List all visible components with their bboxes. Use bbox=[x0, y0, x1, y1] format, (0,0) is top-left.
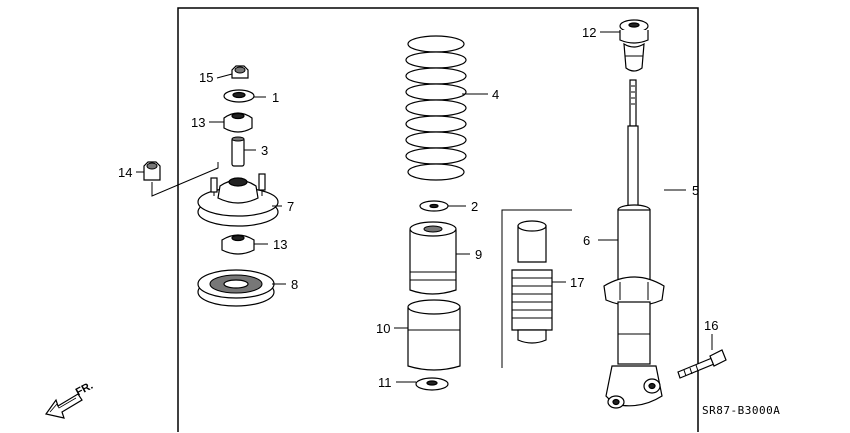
callout-11: 11 bbox=[378, 375, 392, 390]
callout-15: 14 bbox=[118, 165, 132, 180]
callout-9: 9 bbox=[475, 247, 482, 262]
part-washer-11 bbox=[415, 377, 449, 391]
callout-17: 17 bbox=[570, 275, 584, 290]
callout-12: 12 bbox=[582, 25, 596, 40]
part-bushing-13-lower bbox=[221, 234, 255, 255]
callout-13-upper: 13 bbox=[191, 115, 205, 130]
leader-15-group bbox=[151, 162, 219, 197]
callout-8: 8 bbox=[291, 277, 298, 292]
part-dust-boot-17 bbox=[511, 220, 553, 344]
callout-13-lower: 13 bbox=[273, 237, 287, 252]
part-piston-rod bbox=[627, 79, 639, 209]
diagram-code: SR87-B3000A bbox=[702, 404, 780, 417]
part-shock-absorber-6 bbox=[603, 204, 665, 409]
callout-16: 15 bbox=[199, 70, 213, 85]
part-bump-rubber-12 bbox=[619, 19, 649, 72]
part-bolt-14 bbox=[677, 349, 727, 379]
part-bump-stop-10 bbox=[407, 299, 461, 371]
callout-10: 10 bbox=[376, 321, 390, 336]
part-collar-3 bbox=[231, 136, 245, 167]
part-bushing-13-upper bbox=[223, 112, 253, 133]
front-direction-label: FR. bbox=[74, 380, 95, 399]
bracket-17 bbox=[501, 209, 572, 368]
part-washer-1 bbox=[223, 89, 255, 103]
part-mount-base-7 bbox=[197, 173, 279, 227]
callout-2: 2 bbox=[471, 199, 478, 214]
frame-border bbox=[177, 7, 699, 432]
leader-lines bbox=[136, 31, 713, 383]
callout-4: 4 bbox=[492, 87, 499, 102]
part-washer-2 bbox=[419, 200, 449, 212]
callout-3: 3 bbox=[261, 143, 268, 158]
callout-1: 1 bbox=[272, 90, 279, 105]
part-spring-seat-8 bbox=[197, 269, 275, 307]
callout-14: 16 bbox=[704, 318, 718, 333]
part-coil-spring-4 bbox=[405, 35, 467, 181]
part-dust-boot-9 bbox=[409, 221, 457, 295]
callout-6: 6 bbox=[583, 233, 590, 248]
part-nut-16 bbox=[231, 65, 249, 79]
callout-5: 5 bbox=[692, 183, 699, 198]
part-nut-15 bbox=[143, 161, 161, 181]
front-direction-arrow-icon bbox=[44, 393, 83, 419]
callout-7: 7 bbox=[287, 199, 294, 214]
